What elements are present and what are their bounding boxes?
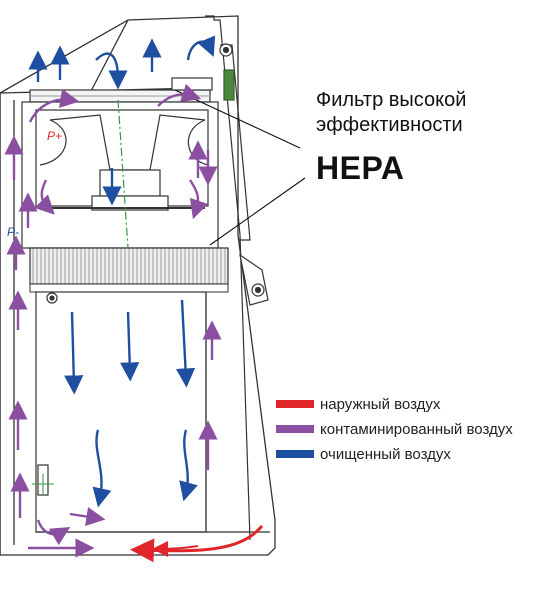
legend-label: наружный воздух xyxy=(320,395,441,413)
legend-label: контаминированный воздух xyxy=(320,420,513,438)
red-line-icon xyxy=(276,400,314,408)
purple-line-icon xyxy=(276,425,314,433)
filter-title: Фильтр высокой эффективности xyxy=(316,88,546,138)
legend-item-outside-air: наружный воздух xyxy=(276,393,440,415)
clean-air-arrows xyxy=(28,35,216,508)
legend-item-clean-air: очищенный воздух xyxy=(276,443,451,465)
pressure-negative-label: P- xyxy=(7,225,19,239)
outside-air-arrow-2 xyxy=(152,540,199,557)
hepa-label: HEPA xyxy=(316,150,405,186)
work-chamber xyxy=(35,291,270,533)
pressure-positive-label: P+ xyxy=(47,129,63,143)
front-sash xyxy=(46,15,269,541)
filter-title-line1: Фильтр высокой xyxy=(316,89,467,111)
center-line xyxy=(117,99,129,249)
cross-marker xyxy=(32,474,54,494)
blue-line-icon xyxy=(276,450,314,458)
blower-plenum xyxy=(21,101,219,249)
contaminated-air-arrows xyxy=(4,83,222,558)
filter-title-line2: эффективности xyxy=(316,114,463,136)
legend-label: очищенный воздух xyxy=(320,445,451,463)
hepa-filter xyxy=(29,247,229,293)
legend-item-contaminated-air: контаминированный воздух xyxy=(276,418,513,440)
